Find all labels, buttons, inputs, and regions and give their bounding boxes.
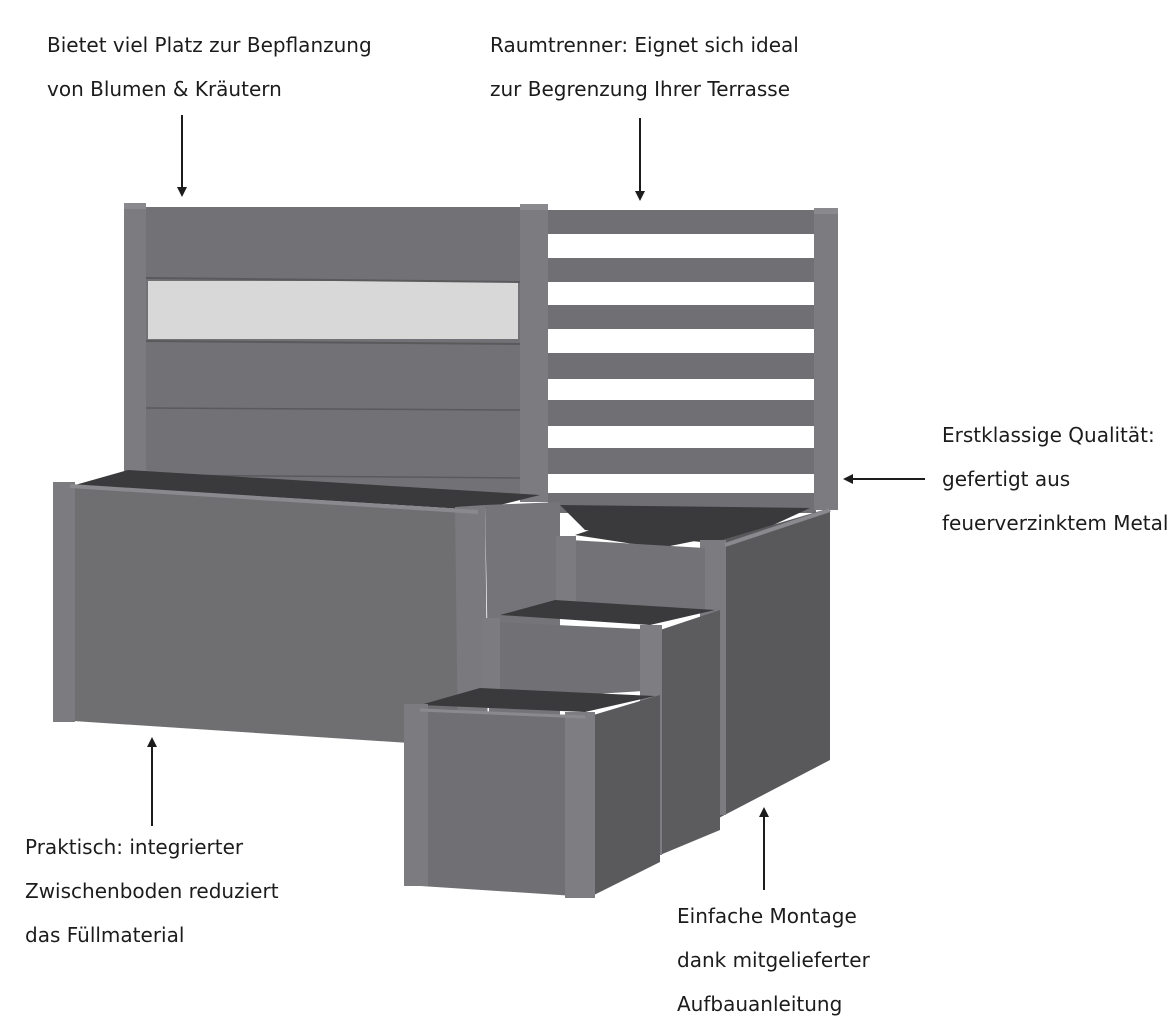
annotation-bottom-left-line3: das Füllmaterial bbox=[25, 923, 185, 947]
annotation-right-line2: gefertigt aus bbox=[942, 467, 1071, 491]
privacy-screen bbox=[124, 203, 838, 513]
soil-step-top bbox=[575, 520, 700, 548]
raised-bed-illustration bbox=[53, 115, 925, 898]
step-front-face bbox=[405, 708, 590, 897]
step-front-post bbox=[404, 704, 428, 886]
large-bed-post bbox=[53, 482, 75, 722]
screen-post bbox=[124, 205, 146, 505]
soil-step-middle bbox=[500, 600, 715, 625]
tall-bed-side bbox=[705, 508, 830, 820]
step-top-front bbox=[570, 540, 705, 612]
annotation-bottom-left-line2: Zwischenboden reduziert bbox=[25, 879, 279, 903]
step-bed-front bbox=[404, 688, 660, 898]
annotation-right: Erstklassige Qualität: gefertigt aus feu… bbox=[942, 413, 1168, 545]
soil-large-bed bbox=[75, 470, 540, 510]
step-front-post bbox=[565, 712, 595, 898]
annotation-top-left: Bietet viel Platz zur Bepflanzung von Bl… bbox=[47, 23, 372, 111]
annotation-top-right: Raumtrenner: Eignet sich ideal zur Begre… bbox=[490, 23, 799, 111]
screen-post bbox=[520, 206, 548, 502]
step-middle-front bbox=[495, 622, 660, 700]
annotation-bottom-left: Praktisch: integrierter Zwischenboden re… bbox=[25, 825, 279, 957]
slat-panel bbox=[548, 210, 816, 513]
panel-seam bbox=[144, 407, 521, 411]
solid-panel bbox=[140, 207, 520, 497]
annotation-top-right-line1: Raumtrenner: Eignet sich ideal bbox=[490, 33, 799, 57]
annotation-top-left-line2: von Blumen & Kräutern bbox=[47, 77, 282, 101]
annotation-bottom-right-line2: dank mitgelieferter bbox=[677, 948, 870, 972]
step-middle-side bbox=[660, 610, 720, 855]
annotation-bottom-right-line1: Einfache Montage bbox=[677, 904, 857, 928]
step-bed-top bbox=[556, 520, 705, 614]
annotation-top-left-line1: Bietet viel Platz zur Bepflanzung bbox=[47, 33, 372, 57]
panel-seam bbox=[144, 340, 521, 345]
annotation-top-right-line2: zur Begrenzung Ihrer Terrasse bbox=[490, 77, 790, 101]
step-front-side bbox=[590, 695, 660, 897]
large-bed bbox=[53, 470, 540, 750]
screen-post bbox=[814, 210, 838, 510]
panel-seam bbox=[144, 277, 521, 283]
annotation-arrows bbox=[147, 115, 925, 890]
annotation-right-line1: Erstklassige Qualität: bbox=[942, 423, 1155, 447]
glass-insert bbox=[148, 281, 518, 339]
soil-step-front bbox=[420, 688, 655, 712]
large-bed-front bbox=[55, 484, 485, 748]
annotation-bottom-left-line1: Praktisch: integrierter bbox=[25, 835, 244, 859]
annotation-right-line3: feuerverzinktem Metal bbox=[942, 511, 1169, 535]
